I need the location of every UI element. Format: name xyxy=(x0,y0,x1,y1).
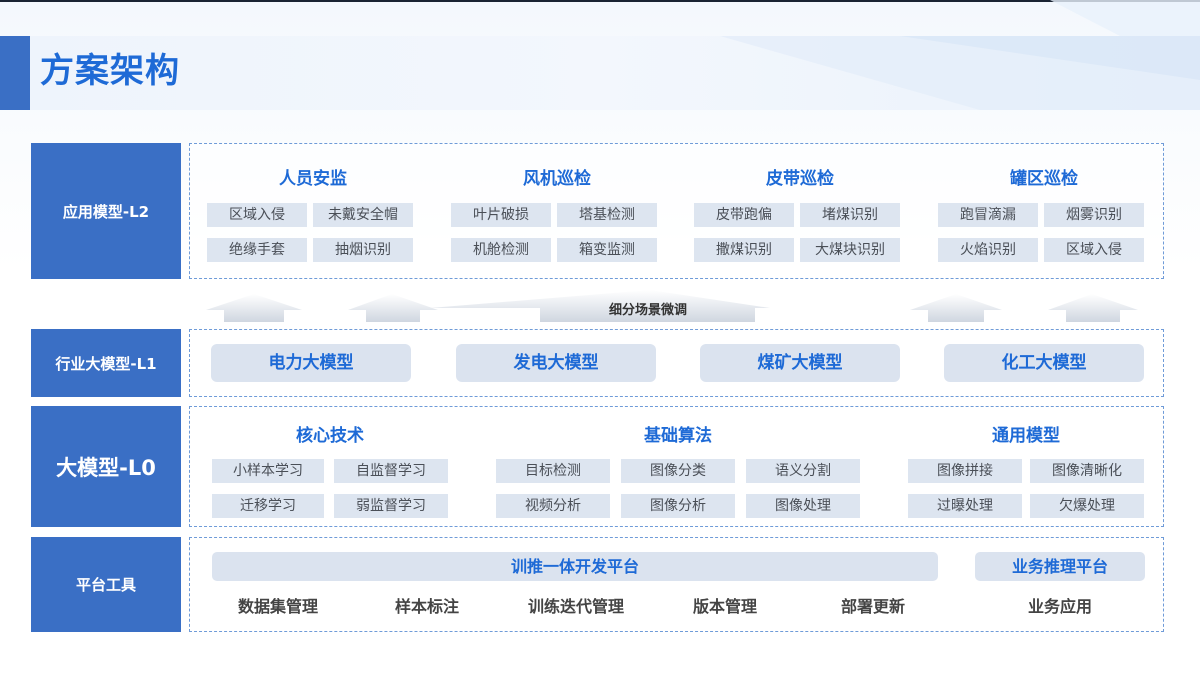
up-arrow xyxy=(348,294,438,322)
header-band xyxy=(0,36,1200,110)
l0-chip: 语义分割 xyxy=(746,459,860,483)
l0-chip: 视频分析 xyxy=(496,494,610,518)
platform-item: 版本管理 xyxy=(692,597,757,616)
l1-model-box: 电力大模型 xyxy=(211,344,411,382)
l0-chip: 图像分析 xyxy=(621,494,735,518)
up-arrow xyxy=(1048,294,1138,322)
platform-item: 训练迭代管理 xyxy=(527,597,624,616)
page-title: 方案架构 xyxy=(40,51,180,91)
platform-item: 数据集管理 xyxy=(237,597,318,616)
l2-group-title: 风机巡检 xyxy=(523,169,591,189)
top-border-line xyxy=(0,0,1200,2)
platform-item: 部署更新 xyxy=(840,597,905,616)
l0-group-title: 基础算法 xyxy=(644,426,712,446)
l2-chip: 叶片破损 xyxy=(451,203,551,227)
l2-chip: 箱变监测 xyxy=(557,238,657,262)
up-arrow xyxy=(206,294,302,322)
l2-chip: 机舱检测 xyxy=(451,238,551,262)
l0-chip: 欠爆处理 xyxy=(1030,494,1144,518)
l0-chip: 图像拼接 xyxy=(908,459,1022,483)
l2-chip: 塔基检测 xyxy=(557,203,657,227)
l0-chip: 自监督学习 xyxy=(334,459,448,483)
title-accent-bar xyxy=(0,36,30,110)
layer-label-l1: 行业大模型-L1 xyxy=(31,329,181,397)
l0-chip: 目标检测 xyxy=(496,459,610,483)
l0-chip: 图像分类 xyxy=(621,459,735,483)
infer-platform-bar: 业务推理平台 xyxy=(975,552,1145,581)
l0-chip: 小样本学习 xyxy=(212,459,324,483)
l0-group-title: 核心技术 xyxy=(296,426,364,446)
l0-chip: 弱监督学习 xyxy=(334,494,448,518)
l2-chip: 抽烟识别 xyxy=(313,238,413,262)
l0-chip: 迁移学习 xyxy=(212,494,324,518)
l2-chip: 皮带跑偏 xyxy=(694,203,794,227)
l2-chip: 堵煤识别 xyxy=(800,203,900,227)
train-platform-bar: 训推一体开发平台 xyxy=(212,552,938,581)
l2-group-title: 人员安监 xyxy=(279,169,347,189)
platform-item: 样本标注 xyxy=(394,597,459,616)
l1-model-box: 化工大模型 xyxy=(944,344,1144,382)
l0-group-title: 通用模型 xyxy=(992,426,1060,446)
l0-chip: 图像处理 xyxy=(746,494,860,518)
platform-item: 业务应用 xyxy=(1027,597,1092,616)
l2-chip: 绝缘手套 xyxy=(207,238,307,262)
l1-model-box: 发电大模型 xyxy=(456,344,656,382)
l2-chip: 撒煤识别 xyxy=(694,238,794,262)
l2-chip: 未戴安全帽 xyxy=(313,203,413,227)
l1-model-box: 煤矿大模型 xyxy=(700,344,900,382)
l2-group-title: 罐区巡检 xyxy=(1010,169,1078,189)
finetune-label: 细分场景微调 xyxy=(608,303,687,318)
l0-chip: 过曝处理 xyxy=(908,494,1022,518)
layer-label-l2: 应用模型-L2 xyxy=(31,143,181,279)
l2-chip: 区域入侵 xyxy=(207,203,307,227)
l0-chip: 图像清晰化 xyxy=(1030,459,1144,483)
layer-label-platform: 平台工具 xyxy=(31,537,181,632)
l2-group-title: 皮带巡检 xyxy=(766,169,834,189)
l2-chip: 火焰识别 xyxy=(938,238,1038,262)
l2-chip: 烟雾识别 xyxy=(1044,203,1144,227)
layer-label-l0: 大模型-L0 xyxy=(31,406,181,527)
l2-chip: 大煤块识别 xyxy=(800,238,900,262)
l2-chip: 跑冒滴漏 xyxy=(938,203,1038,227)
l2-chip: 区域入侵 xyxy=(1044,238,1144,262)
up-arrow xyxy=(910,294,1002,322)
